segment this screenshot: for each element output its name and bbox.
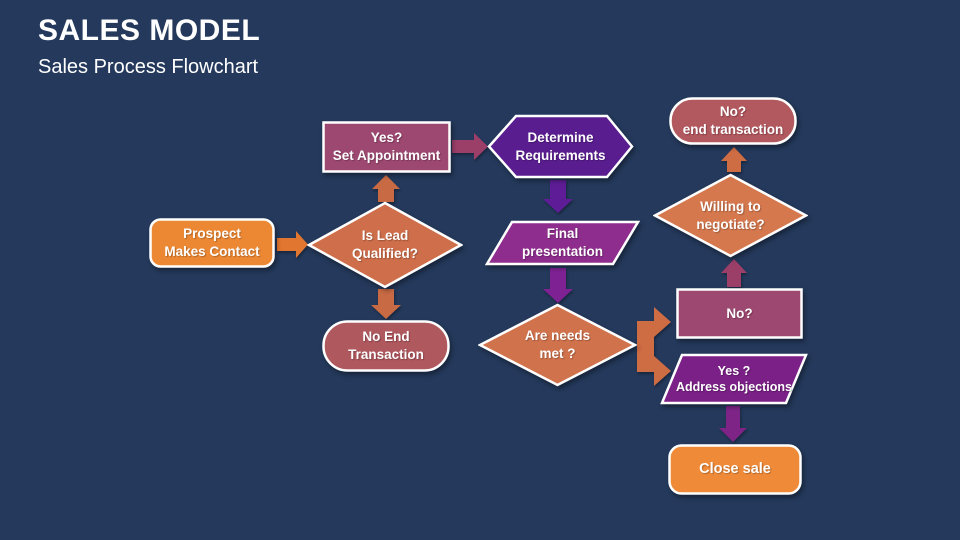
node-set-appointment: Yes? Set Appointment [322,121,451,173]
arrow-prospect-to-qualified [277,231,308,258]
node-final-presentation-outline [485,220,640,266]
node-prospect-label: Prospect Makes Contact [164,226,260,259]
node-is-lead-qualified-outline [307,201,463,289]
arrow-set-appointment-to-determine [452,133,488,160]
arrow-bracket-needs-met-branch [637,307,671,386]
node-set-appointment-label: Yes? Set Appointment [332,130,441,163]
node-no-end-transaction-outline [322,320,450,372]
node-are-needs-met-label: Are needs met ? [524,328,591,361]
node-no-end-transaction: No End Transaction [322,320,450,372]
node-no-outline [676,288,803,339]
node-no-end-transaction-2-label: No? end transaction [682,104,784,137]
node-willing-to-negotiate-outline [653,173,808,258]
node-is-lead-qualified-label: Is Lead Qualified? [351,228,418,261]
arrow-willing-to-no-end-2 [721,147,747,172]
node-no-end-transaction-2: No? end transaction [669,97,797,145]
page-title: SALES MODEL [38,14,261,47]
arrow-no-to-willing [721,259,747,287]
title-block: SALES MODEL Sales Process Flowchart [38,14,260,79]
node-close-sale-outline [668,444,802,495]
arrow-final-to-needs-met [543,268,573,303]
node-no-label: No? [726,305,753,321]
node-no-end-transaction-2-outline [669,97,797,145]
node-determine-requirements-outline [487,114,634,179]
page-subtitle: Sales Process Flowchart [38,56,259,78]
node-no: No? [676,288,803,339]
arrow-qualified-to-set-appointment [372,175,400,202]
arrow-qualified-to-no-end [371,289,401,319]
node-determine-requirements: Determine Requirements [487,114,634,179]
node-prospect: Prospect Makes Contact [149,218,275,268]
node-are-needs-met: Are needs met ? [478,303,637,387]
node-no-end-transaction-label: No End Transaction [348,329,424,362]
node-willing-to-negotiate-label: Willing to negotiate? [696,198,765,232]
node-are-needs-met-outline [478,303,637,387]
node-determine-requirements-label: Determine Requirements [515,129,606,163]
node-prospect-outline [149,218,275,268]
node-final-presentation-label: Final presentation [521,226,603,259]
node-willing-to-negotiate: Willing to negotiate? [653,173,808,258]
arrow-determine-to-final [543,180,573,213]
node-address-objections-label: Yes ? Address objections [676,363,792,395]
node-close-sale-label: Close sale [699,460,771,477]
node-address-objections-outline [660,353,808,405]
node-final-presentation: Final presentation [485,220,640,266]
arrow-address-to-close [719,406,747,442]
node-is-lead-qualified: Is Lead Qualified? [307,201,463,289]
node-close-sale: Close sale [668,444,802,495]
node-set-appointment-outline [322,121,451,173]
node-address-objections: Yes ? Address objections [660,353,808,405]
